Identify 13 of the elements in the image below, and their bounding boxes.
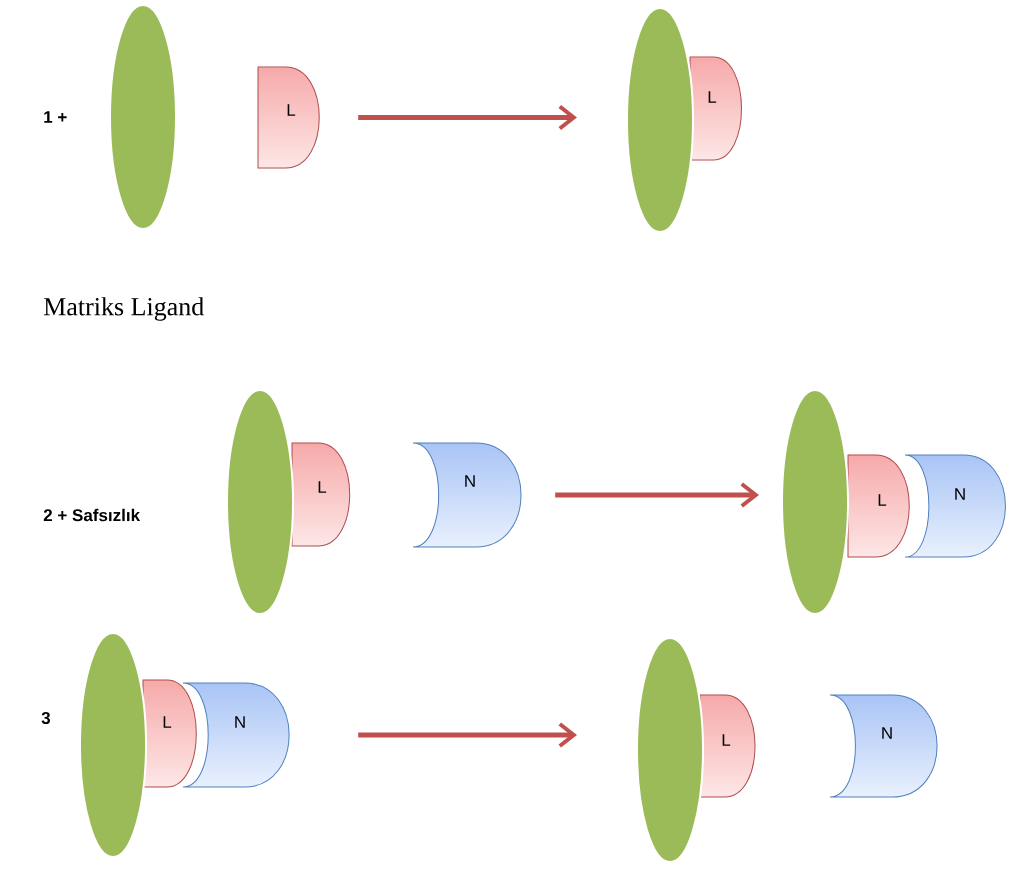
step-label: 2 + Safsızlık [43, 508, 141, 522]
matrix-ellipse [636, 637, 704, 863]
matrix-ellipse [79, 632, 147, 858]
step-label: 3 [41, 712, 51, 725]
matrix-ellipse [626, 7, 694, 233]
arrow [358, 104, 577, 131]
arrow [555, 482, 759, 508]
caption-text: Matriks Ligand [43, 297, 204, 321]
matrix-ellipse [781, 389, 849, 615]
arrow [358, 722, 577, 748]
step-label: 1 + [44, 111, 67, 123]
matrix-ellipse [109, 4, 177, 230]
matrix-ellipse [226, 389, 294, 615]
